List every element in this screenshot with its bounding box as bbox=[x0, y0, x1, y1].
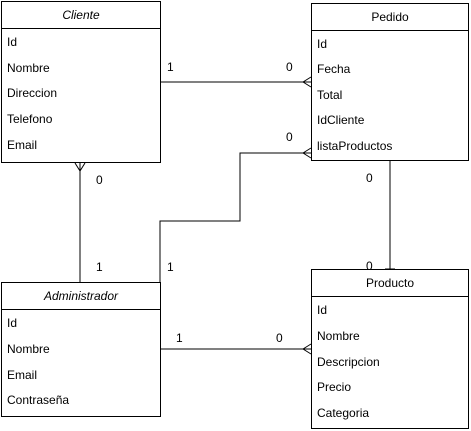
attribute: Email bbox=[7, 368, 38, 382]
entity-title: Pedido bbox=[312, 4, 468, 31]
multiplicity-label: 1 bbox=[176, 331, 183, 345]
multiplicity-label: 0 bbox=[366, 259, 373, 273]
attribute: Nombre bbox=[7, 61, 50, 75]
multiplicity-label: 0 bbox=[286, 130, 293, 144]
multiplicity-label: 0 bbox=[276, 331, 283, 345]
crowfoot-producto-admin bbox=[302, 343, 312, 355]
entity-administrador[interactable]: Administrador Id Nombre Email Contraseña bbox=[1, 282, 161, 417]
attribute: Precio bbox=[317, 380, 352, 394]
entity-producto[interactable]: Producto Id Nombre Descripcion Precio Ca… bbox=[311, 269, 469, 429]
multiplicity-label: 0 bbox=[286, 60, 293, 74]
attribute: Telefono bbox=[7, 112, 53, 126]
attribute: Id bbox=[317, 37, 328, 51]
multiplicity-label: 1 bbox=[167, 60, 174, 74]
multiplicity-label: 0 bbox=[366, 171, 373, 185]
attribute: IdCliente bbox=[317, 113, 365, 127]
attribute: Fecha bbox=[317, 62, 351, 76]
attribute: Id bbox=[317, 303, 328, 317]
crowfoot-pedido-cliente bbox=[302, 76, 312, 88]
multiplicity-label: 1 bbox=[167, 260, 174, 274]
attribute: Nombre bbox=[7, 342, 50, 356]
attribute: Total bbox=[317, 88, 343, 102]
entity-pedido[interactable]: Pedido Id Fecha Total IdCliente listaPro… bbox=[311, 3, 469, 161]
entity-title: Cliente bbox=[2, 2, 160, 29]
entity-title: Producto bbox=[312, 270, 468, 297]
link-administrador-pedido bbox=[159, 152, 311, 282]
attribute: Email bbox=[7, 138, 38, 152]
crowfoot-cliente-admin bbox=[74, 162, 86, 172]
attribute: Id bbox=[7, 316, 18, 330]
entity-cliente[interactable]: Cliente Id Nombre Direccion Telefono Ema… bbox=[1, 1, 161, 163]
attribute: Descripcion bbox=[317, 355, 380, 369]
attribute: Contraseña bbox=[7, 393, 70, 407]
attribute: Categoria bbox=[317, 406, 370, 420]
attribute: Direccion bbox=[7, 86, 58, 100]
attribute: Nombre bbox=[317, 329, 360, 343]
crowfoot-pedido-lista bbox=[302, 147, 312, 159]
multiplicity-label: 0 bbox=[96, 173, 103, 187]
entity-title: Administrador bbox=[2, 283, 160, 310]
attribute: listaProductos bbox=[317, 139, 393, 153]
multiplicity-label: 1 bbox=[96, 260, 103, 274]
attribute: Id bbox=[7, 35, 18, 49]
